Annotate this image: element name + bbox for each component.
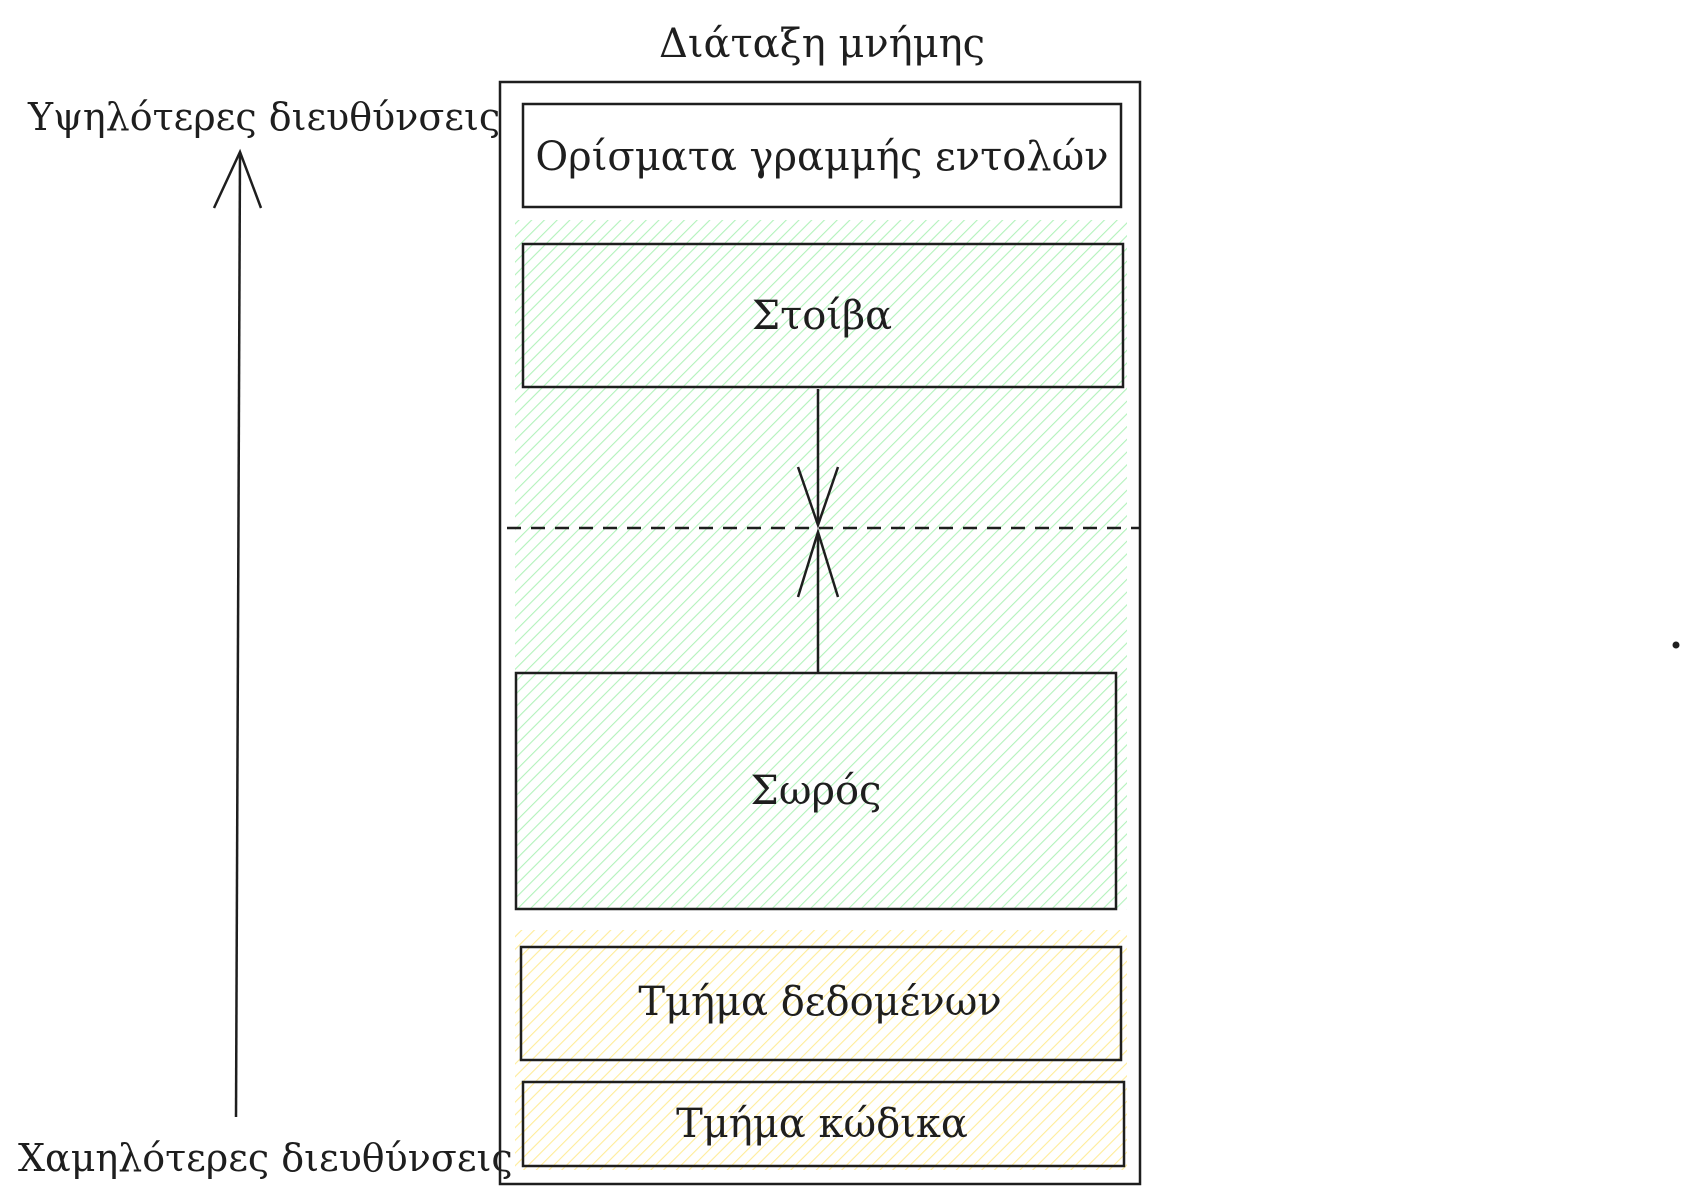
args-label: Ορίσματα γραμμής εντολών [535,134,1108,180]
data-segment-block [519,945,1123,1062]
args-block [521,102,1123,209]
static-memory-region [515,930,1127,1170]
diagram-title: Διάταξη μνήμης [659,21,985,67]
data-segment-label: Τμήμα δεδομένων [638,979,1001,1025]
lower-addresses-label: Χαμηλότερες διευθύνσεις [18,1136,513,1180]
memory-column-frame [498,80,1142,1186]
dynamic-memory-region [515,220,1127,910]
higher-addresses-label: Υψηλότερες διευθύνσεις [27,95,500,139]
heap-label: Σωρός [751,768,882,814]
stack-block [521,242,1125,389]
address-axis-arrow-icon [212,148,263,1118]
arrow-up-icon [796,527,840,673]
stack-label: Στοίβα [752,293,892,339]
heap-block [514,671,1118,911]
code-segment-block [521,1080,1126,1168]
code-segment-label: Τμήμα κώδικα [676,1101,968,1147]
arrow-down-icon [796,389,840,529]
stray-dot [1672,641,1680,649]
